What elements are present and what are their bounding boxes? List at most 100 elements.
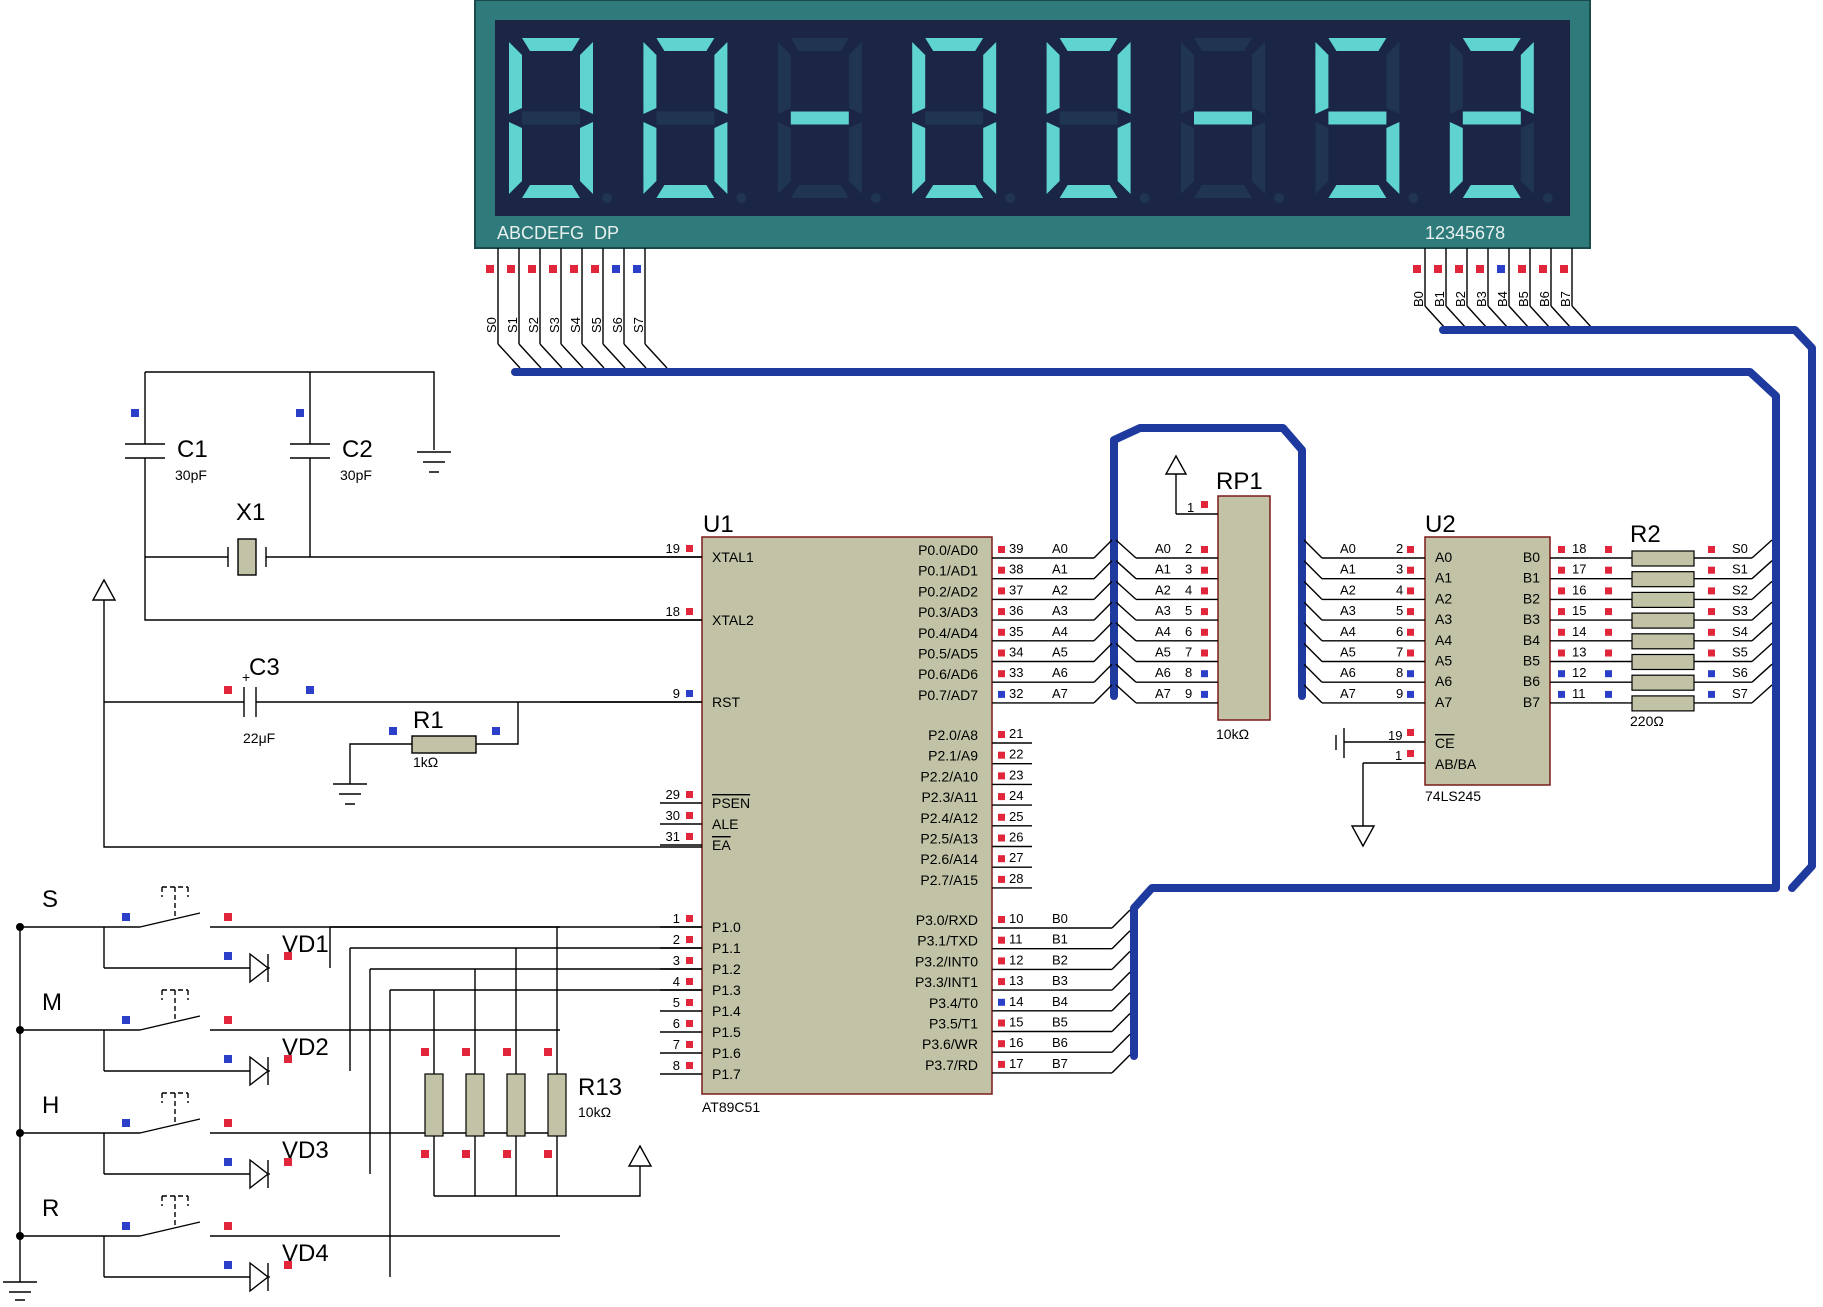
u1-left-pin-marker-8	[686, 957, 693, 964]
digit-1-segment-f	[643, 42, 657, 114]
bus-segment-to-p3	[511, 368, 1780, 1060]
u2-b-name-3: B3	[1523, 611, 1540, 627]
digit-4-segment-c	[1117, 122, 1131, 194]
digit-0-segment-b	[580, 42, 593, 114]
button-label-0: S	[42, 886, 58, 913]
u1-pin-num-p2_pins-0: 21	[1009, 726, 1023, 741]
r13-power-icon	[627, 1144, 653, 1167]
r13-marker-bottom-0	[421, 1150, 429, 1158]
u1-left-pin-name-2: RST	[712, 694, 740, 710]
u2-a-bus-entry-6	[1303, 663, 1323, 683]
u1-left-pin-num-10: 5	[673, 995, 680, 1010]
rp1-bus-entry-3	[1115, 601, 1137, 621]
digit-1-segment-d	[656, 185, 715, 198]
u2-part: 74LS245	[1425, 788, 1481, 804]
r13-marker-bottom-1	[462, 1150, 470, 1158]
u2-b-marker2-0	[1605, 546, 1612, 553]
button-label-2: H	[42, 1092, 59, 1119]
digit-pin-marker-4	[1497, 265, 1505, 273]
u2-ce-ground	[1335, 728, 1425, 758]
u2-a-name-1: A1	[1435, 570, 1452, 586]
u1-pin-name-p0_pins-4: P0.4/AD4	[918, 625, 978, 641]
u2-a-name-7: A7	[1435, 694, 1452, 710]
rp1-pin-net-4: A4	[1155, 624, 1171, 639]
u1-pin-num-p3_pins-2: 12	[1009, 952, 1023, 967]
r13-marker-top-3	[544, 1048, 552, 1056]
u2-b-name-4: B4	[1523, 632, 1540, 648]
rp1-common-pin: 1	[1187, 500, 1194, 515]
digit-pin-bus-entry-0	[1424, 305, 1446, 329]
rp1-pin-marker-6	[1201, 670, 1208, 678]
digit-5-segment-d	[1194, 185, 1252, 198]
digit-pin-label: 12345678	[1425, 223, 1505, 243]
u1-left-pin-marker-10	[686, 999, 693, 1006]
rp1-common-marker	[1201, 501, 1208, 508]
u1-pin-marker-p0_pins-7	[998, 690, 1005, 698]
r1-ref: R1	[413, 707, 444, 734]
seg-pin-bus-entry-7	[644, 343, 668, 369]
digit-5-segment-a	[1194, 38, 1252, 51]
u1-pin-num-p0_pins-1: 38	[1009, 562, 1023, 577]
button-lever-2	[139, 1118, 201, 1134]
u2-ce-num: 19	[1388, 728, 1402, 743]
u1-pin-marker-p2_pins-1	[998, 751, 1005, 759]
u1-pin-num-p3_pins-4: 14	[1009, 994, 1023, 1009]
u2-dir-ground-icon	[1350, 825, 1376, 848]
u1-pin-name-p0_pins-6: P0.6/AD6	[918, 666, 978, 682]
u1-left-pin-marker-9	[686, 978, 693, 985]
r2-net-1: S1	[1732, 562, 1748, 577]
digit-3-segment-d	[925, 185, 984, 198]
seg-pin-bus-entry-6	[623, 343, 647, 369]
display-digits	[509, 38, 1553, 203]
rp1-pin-net-7: A7	[1155, 686, 1171, 701]
u1-pin-net-p3_pins-4: B4	[1052, 994, 1068, 1009]
c1-marker	[131, 409, 139, 417]
button-marker-right-3	[224, 1222, 232, 1230]
digit-pin-bus-entry-3	[1487, 305, 1509, 329]
u1-pin-name-p3_pins-1: P3.1/TXD	[917, 933, 978, 949]
u1-left-pin-name-10: P1.4	[712, 1003, 741, 1019]
c1-ref: C1	[177, 436, 208, 463]
digit-0-dp	[602, 193, 612, 203]
rp1-pin-marker-3	[1201, 608, 1208, 616]
diode-icon-3	[249, 1261, 270, 1293]
u1-left-pin-marker-12	[686, 1041, 693, 1048]
seg-pin-bus-entry-4	[581, 343, 605, 369]
digit-1-segment-c	[714, 122, 728, 194]
digit-6-segment-c	[1386, 122, 1400, 194]
digit-5-dp	[1274, 193, 1284, 203]
rp1-pin-marker-5	[1201, 649, 1208, 657]
digit-0-segment-f	[509, 42, 522, 114]
digit-0-segment-a	[522, 38, 580, 51]
r2-resistor-0	[1631, 550, 1695, 567]
rp1-bus-entry-1	[1115, 560, 1137, 580]
bus-u2-a-lines	[1110, 424, 1306, 700]
u2-b-marker2-3	[1605, 608, 1612, 616]
r2-value: 220Ω	[1630, 713, 1664, 729]
r13-marker-top-2	[503, 1048, 511, 1056]
rp1-pin-num-3: 5	[1185, 603, 1192, 618]
u1-left-pin-num-1: 18	[666, 604, 680, 619]
u1-pin-num-p3_pins-1: 11	[1009, 932, 1023, 947]
u2-a-bus-entry-0	[1303, 539, 1323, 559]
u2-a-marker-3	[1407, 608, 1414, 616]
rp1-pin-num-6: 8	[1185, 665, 1192, 680]
u2-a-net-1: A1	[1340, 562, 1356, 577]
digit-7-segment-a	[1462, 38, 1521, 51]
seg-pin-bus-entry-1	[518, 343, 542, 369]
diode-label-1: VD2	[282, 1034, 329, 1061]
u2-b-num-2: 16	[1572, 582, 1586, 597]
u1-pin-name-p0_pins-2: P0.2/AD2	[918, 583, 978, 599]
u1-microcontroller: U1 AT89C51 19XTAL118XTAL29RST29PSEN30ALE…	[560, 511, 1131, 1115]
u2-dir-name: AB/BA	[1435, 756, 1477, 772]
r13-marker-top-1	[462, 1048, 470, 1056]
u1-left-pin-marker-1	[686, 608, 693, 615]
seg-pin-marker-5	[591, 265, 599, 273]
u2-a-num-6: 8	[1396, 665, 1403, 680]
digit-4-segment-f	[1046, 42, 1060, 114]
u2-a-bus-entry-1	[1303, 560, 1323, 580]
rp1-pin-marker-7	[1201, 690, 1208, 698]
button-marker-right-2	[224, 1119, 232, 1127]
